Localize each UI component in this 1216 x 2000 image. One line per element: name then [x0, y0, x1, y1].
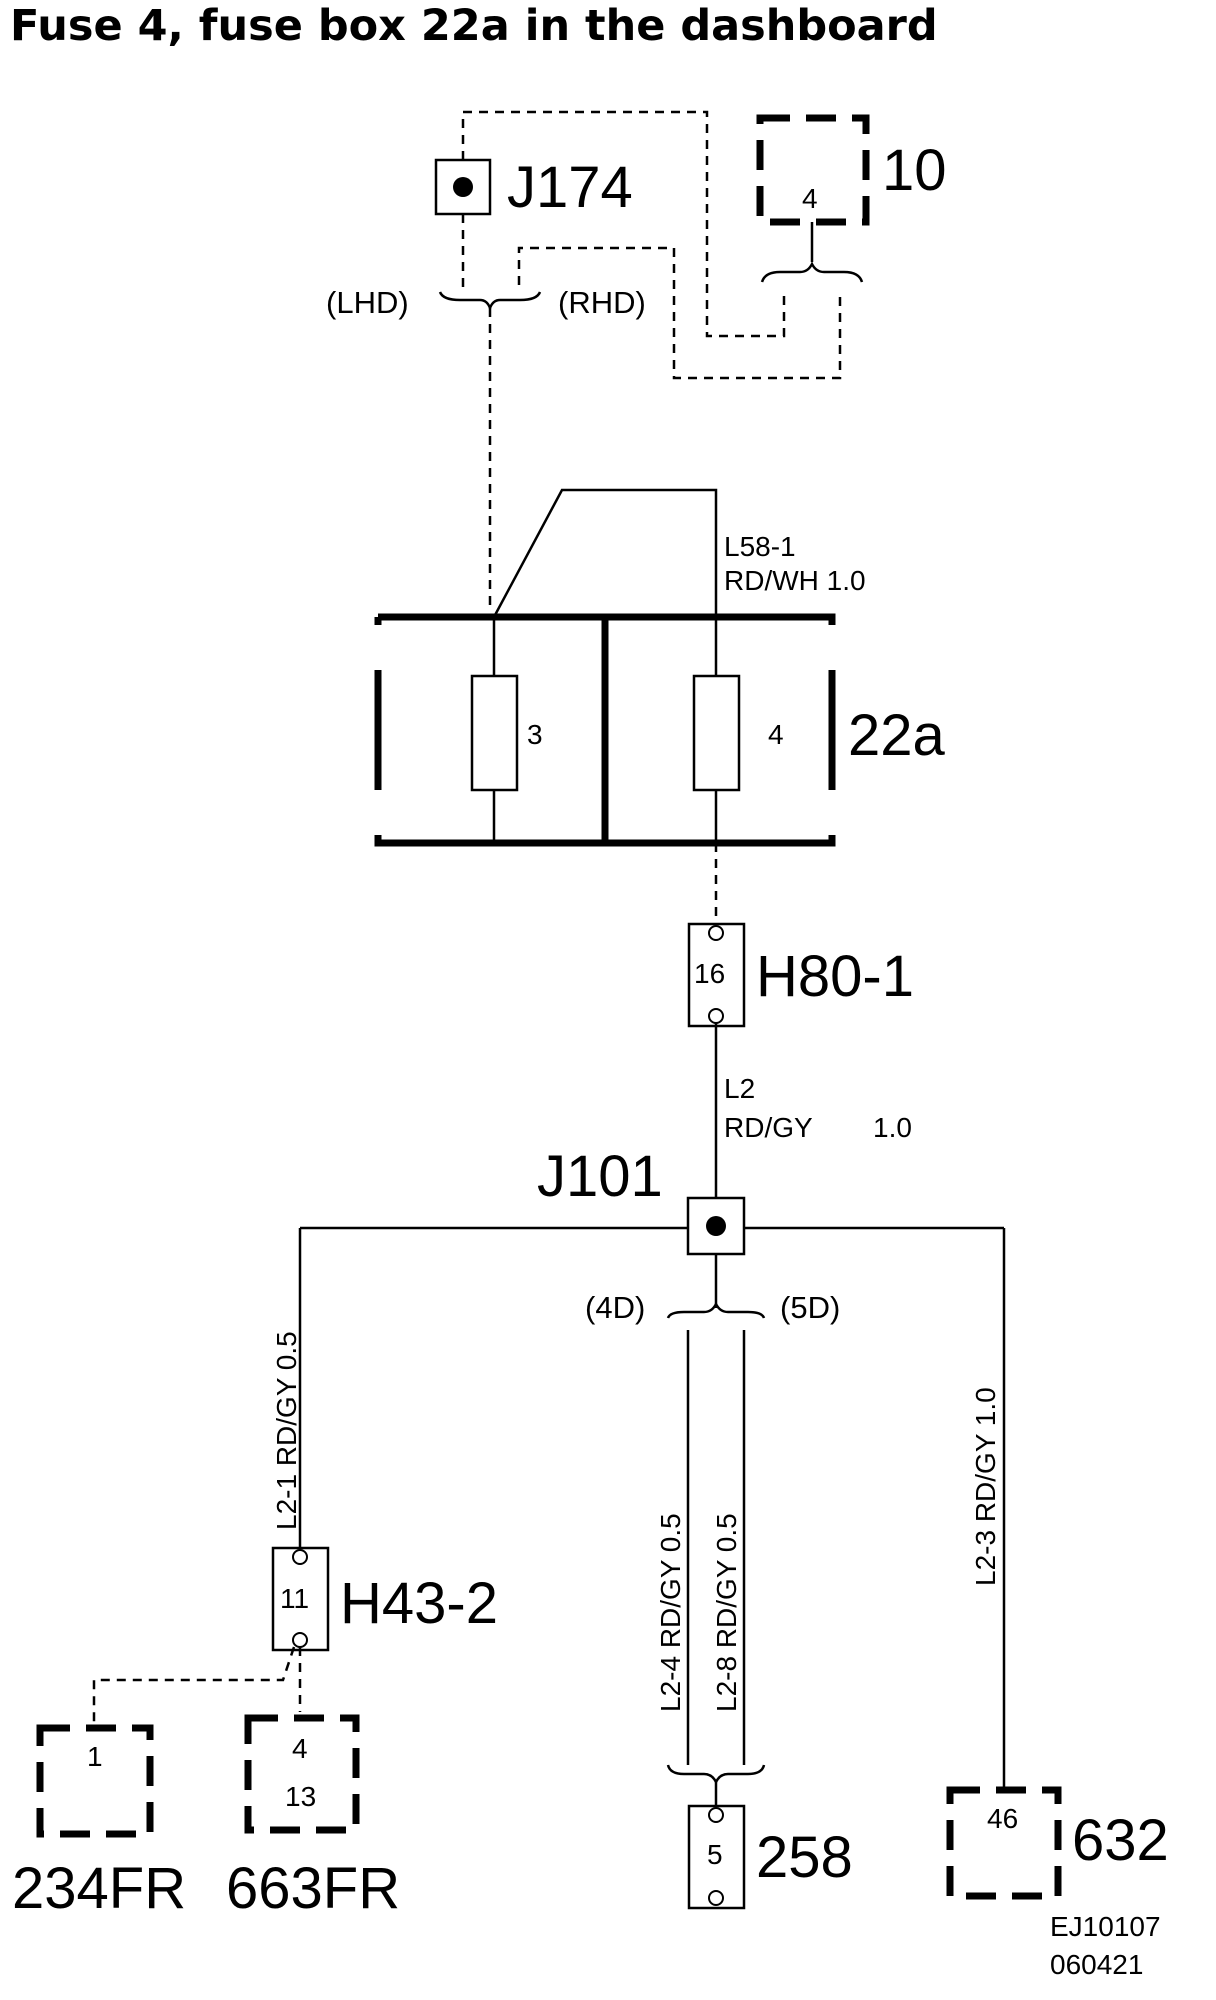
- 663fr-box: [244, 1714, 360, 1834]
- j101-splice: [686, 1196, 746, 1256]
- diagram-title: Fuse 4, fuse box 22a in the dashboard: [10, 1, 938, 51]
- fusebox-label: 22a: [848, 703, 946, 768]
- l2-id-label: L2: [724, 1073, 755, 1104]
- fuse-4-label: 4: [768, 719, 784, 750]
- fusebox-22a: [374, 613, 836, 847]
- fuse-3-label: 3: [527, 719, 543, 750]
- component-10-pin: 4: [802, 183, 818, 214]
- l58-id-label: L58-1: [724, 531, 796, 562]
- l2-size-label: 1.0: [873, 1112, 912, 1143]
- lhd-label: (LHD): [326, 285, 409, 320]
- 258-label: 258: [756, 1825, 853, 1890]
- 234fr-label: 234FR: [12, 1856, 186, 1921]
- component-10-label: 10: [882, 138, 947, 203]
- 234fr-box: [36, 1724, 154, 1838]
- 258-pin-label: 5: [707, 1839, 723, 1870]
- component-10-brace: [760, 261, 864, 283]
- 632-box: [946, 1786, 1062, 1900]
- l2-color-label: RD/GY: [724, 1112, 813, 1143]
- fuse-supply-wire: [492, 488, 718, 676]
- 258-brace: [666, 1764, 766, 1785]
- rhd-wire: [517, 246, 842, 380]
- 4d-label: (4D): [585, 1290, 645, 1325]
- 234fr-pin: 1: [87, 1741, 103, 1772]
- j174-to-10-wire: [461, 110, 786, 338]
- h43-pin-label: 11: [280, 1583, 309, 1614]
- h80-label: H80-1: [756, 944, 914, 1009]
- 632-pin: 46: [987, 1803, 1018, 1834]
- j174-label: J174: [507, 155, 633, 220]
- component-10-box: [756, 114, 870, 226]
- footer-code-1: EJ10107: [1050, 1911, 1161, 1942]
- h43-to-234fr-wire: [92, 1646, 296, 1722]
- footer-code-2: 060421: [1050, 1949, 1143, 1980]
- 632-label: 632: [1072, 1808, 1169, 1873]
- 663fr-label: 663FR: [226, 1856, 400, 1921]
- l23-label: L2-3 RD/GY 1.0: [970, 1387, 1001, 1586]
- 663fr-pin-a: 4: [292, 1733, 308, 1764]
- l21-label: L2-1 RD/GY 0.5: [271, 1331, 302, 1530]
- 5d-label: (5D): [780, 1290, 840, 1325]
- j101-label: J101: [537, 1144, 663, 1209]
- lhd-rhd-brace: [438, 291, 542, 312]
- l28-label: L2-8 RD/GY 0.5: [711, 1513, 742, 1712]
- 663fr-pin-b: 13: [285, 1781, 316, 1812]
- h80-pin-label: 16: [694, 958, 725, 989]
- h43-label: H43-2: [340, 1571, 498, 1636]
- l58-spec-label: RD/WH 1.0: [724, 565, 866, 596]
- j174-splice: [434, 158, 492, 216]
- rhd-label: (RHD): [558, 285, 646, 320]
- 4d-5d-brace: [666, 1301, 766, 1319]
- l24-label: L2-4 RD/GY 0.5: [655, 1513, 686, 1712]
